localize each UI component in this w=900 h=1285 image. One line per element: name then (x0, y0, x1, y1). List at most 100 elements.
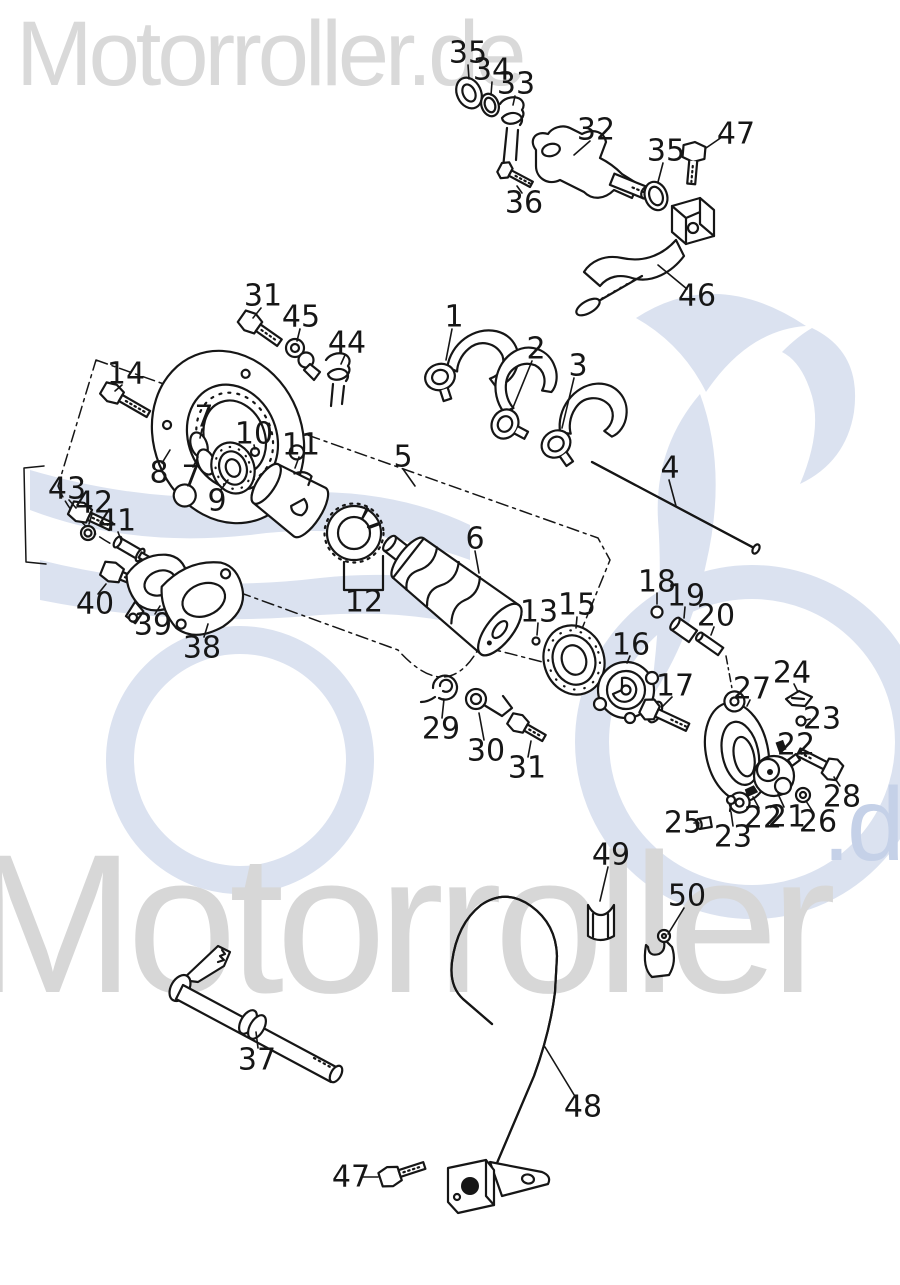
part-29-spring-washer (419, 674, 459, 704)
part-42-nut (79, 524, 97, 542)
callout-30: 30 (467, 734, 505, 769)
part-23b-pin (725, 794, 737, 813)
leader-line-9 (219, 479, 229, 492)
callout-11: 11 (282, 428, 320, 463)
part-49-rubber-mount (586, 903, 616, 942)
leader-line-42 (88, 513, 93, 525)
part-4-fork-shaft (590, 460, 761, 555)
callout-2: 2 (526, 332, 545, 367)
callout-17: 17 (656, 669, 694, 704)
part-6-shift-drum (382, 534, 523, 657)
leader-line-35 (657, 162, 664, 183)
leader-line-40 (97, 583, 107, 595)
leader-line-38 (203, 623, 209, 638)
callout-50: 50 (668, 879, 706, 914)
part-17-bolt (638, 698, 691, 732)
leader-line-2 (511, 360, 533, 411)
callout-44: 44 (328, 326, 366, 361)
part-9-ball-bearing (210, 441, 256, 495)
callout-6: 6 (465, 522, 484, 557)
callout-7: 7 (181, 460, 200, 495)
leader-line-41 (117, 531, 122, 541)
leader-line-43 (68, 499, 77, 509)
leader-line-48 (544, 1046, 577, 1099)
leader-line-23 (730, 811, 734, 827)
part-23-screw (795, 715, 807, 727)
part-28-bolt (795, 747, 845, 782)
leader-line-28 (833, 776, 841, 787)
callout-43: 43 (48, 472, 86, 507)
callout-18: 18 (638, 565, 676, 600)
leader-line-23 (805, 718, 811, 721)
leader-line-24 (793, 683, 799, 693)
callout-31: 31 (508, 751, 546, 786)
leader-line-45 (296, 328, 301, 342)
callout-19: 19 (667, 579, 705, 614)
leader-line-7 (192, 456, 199, 468)
callout-22: 22 (777, 728, 815, 763)
callout-22: 22 (744, 801, 782, 836)
leader-line-44 (340, 354, 346, 365)
callout-39: 39 (134, 608, 172, 643)
leader-line-35 (467, 64, 470, 80)
callout-1: 1 (444, 300, 463, 335)
part-45-roller-arm (284, 337, 322, 382)
callout-36: 36 (505, 186, 543, 221)
leader-line-20 (710, 626, 715, 636)
callout-40: 40 (76, 587, 114, 622)
leader-line-11 (294, 456, 300, 469)
leader-line-1 (445, 328, 453, 361)
part-48-shift-linkage-rod (446, 895, 559, 1215)
callout-10: 10 (235, 417, 273, 452)
callout-47: 47 (717, 117, 755, 152)
callout-48: 48 (564, 1090, 602, 1125)
leader-line-32 (573, 140, 591, 156)
part-36-bolt (496, 161, 534, 189)
leader-line-22 (752, 796, 760, 809)
callout-26: 26 (799, 805, 837, 840)
callout-14: 14 (107, 357, 145, 392)
part-32-gearshift-arm (531, 125, 651, 200)
callout-27: 27 (733, 672, 771, 707)
leader-line-16 (626, 655, 631, 664)
callout-38: 38 (183, 631, 221, 666)
leader-line-15 (575, 616, 578, 629)
callout-34: 34 (473, 53, 511, 88)
callout-42: 42 (75, 486, 113, 521)
callout-32: 32 (577, 113, 615, 148)
callout-23: 23 (714, 820, 752, 855)
callout-46: 46 (678, 279, 716, 314)
part-47b-bolt (377, 1161, 427, 1188)
part-22-plug (775, 739, 787, 753)
leader-line-17 (661, 696, 673, 708)
callout-35: 35 (449, 36, 487, 71)
callout-20: 20 (697, 599, 735, 634)
part-35b-washer (643, 180, 669, 212)
leader-line-10 (253, 444, 256, 450)
callout-16: 16 (612, 628, 650, 663)
leader-line-4 (668, 479, 677, 507)
part-50-clamp (643, 928, 676, 979)
callout-41: 41 (98, 504, 136, 539)
callout-5: 5 (393, 440, 412, 475)
leader-line-46 (657, 264, 688, 290)
leader-line-27 (746, 699, 751, 707)
part-22b-plug (744, 785, 759, 798)
part-21-drum-stopper (752, 752, 802, 798)
callout-28: 28 (823, 780, 861, 815)
callout-7: 7 (194, 400, 213, 435)
callout-13: 13 (520, 595, 558, 630)
part-33-spring (498, 96, 525, 170)
part-11-shifter-collar (250, 462, 330, 539)
callout-23: 23 (803, 702, 841, 737)
leader-line-19 (683, 606, 686, 619)
callout-12: 12 (345, 585, 383, 620)
leader-line-6 (474, 550, 480, 574)
part-44-spring (324, 352, 351, 408)
leader-line-26 (805, 800, 814, 813)
part-37-kickstarter-spindle (168, 944, 344, 1084)
callout-47: 47 (332, 1160, 370, 1195)
